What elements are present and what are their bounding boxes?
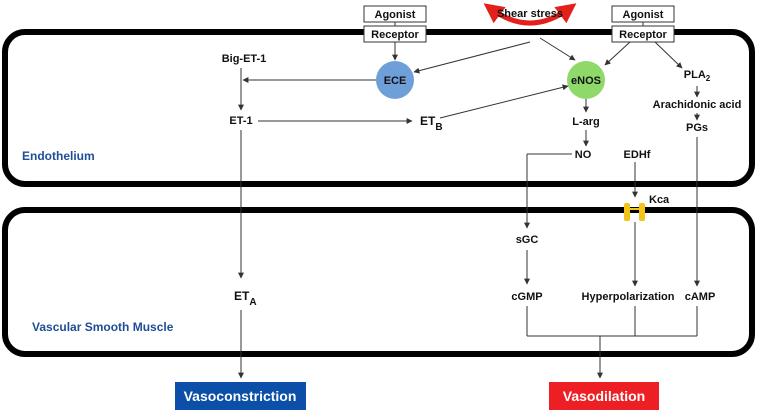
receptor-right-box: [611, 25, 675, 43]
vasoconstriction-box: [175, 382, 306, 410]
l-arg-label: L-arg: [572, 116, 600, 128]
agonist-right-label: Agonist: [623, 9, 664, 21]
endothelium-compartment: [2, 29, 755, 187]
kca-label: Kca: [649, 194, 670, 206]
hyperpolarization-label: Hyperpolarization: [582, 291, 675, 303]
arachidonic-acid-label: Arachidonic acid: [653, 99, 742, 111]
et1-label: ET-1: [229, 115, 252, 127]
smooth-muscle-compartment: [2, 207, 755, 357]
vasoconstriction-label: Vasoconstriction: [184, 388, 297, 404]
vasodilation-label: Vasodilation: [563, 388, 645, 404]
ece-enzyme: [376, 61, 414, 99]
shear-stress-arrow: [483, 3, 577, 26]
cgmp-label: cGMP: [511, 291, 542, 303]
sgc-label: sGC: [516, 234, 539, 246]
etb-label: ETB: [420, 114, 443, 133]
kca-channel-left: [624, 203, 630, 221]
vasodilation-box: [549, 382, 659, 410]
receptor-right-label: Receptor: [619, 29, 667, 41]
ece-label: ECE: [384, 75, 407, 87]
edhf-label: EDHf: [624, 149, 651, 161]
pla2-label: PLA2: [684, 69, 711, 83]
pgs-label: PGs: [686, 122, 708, 134]
smooth-muscle-label: Vascular Smooth Muscle: [32, 320, 174, 334]
kca-channel-right: [639, 203, 645, 221]
big-et1-label: Big-ET-1: [222, 53, 267, 65]
eta-label: ETA: [234, 289, 257, 308]
shear-stress-label: Shear stress: [497, 8, 563, 20]
receptor-left-label: Receptor: [371, 29, 419, 41]
no-label: NO: [575, 149, 592, 161]
agonist-left-label: Agonist: [375, 9, 416, 21]
endothelium-label: Endothelium: [22, 149, 95, 163]
enos-label: eNOS: [571, 75, 601, 87]
enos-enzyme: [567, 61, 605, 99]
camp-label: cAMP: [685, 291, 716, 303]
